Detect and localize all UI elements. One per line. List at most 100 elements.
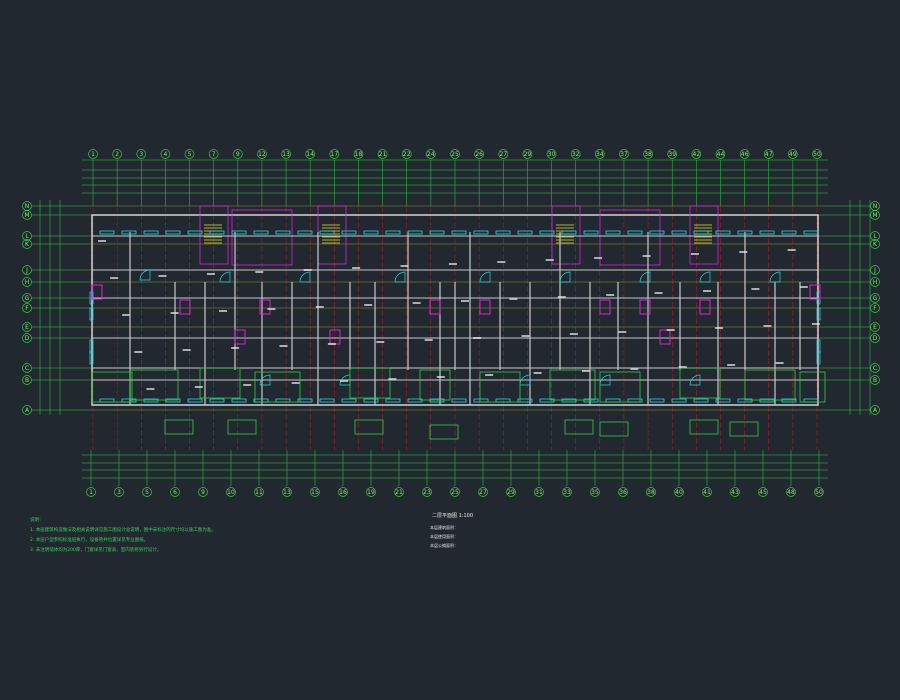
room-label-mark xyxy=(799,286,808,288)
axis-bubble xyxy=(136,149,147,159)
row-label: D xyxy=(873,335,878,342)
row-label: H xyxy=(873,279,878,286)
stair-core xyxy=(689,205,719,265)
window xyxy=(583,398,599,403)
axis-bubble xyxy=(702,487,712,497)
window xyxy=(297,398,313,403)
axis-label: 37 xyxy=(620,151,628,158)
axis-bubble xyxy=(619,149,629,159)
window xyxy=(319,398,335,403)
door-swing xyxy=(219,271,231,283)
window xyxy=(539,398,555,403)
window xyxy=(517,398,533,403)
axis-label: 3 xyxy=(139,151,143,158)
balcony xyxy=(744,369,796,401)
axis-bubble xyxy=(208,149,219,159)
row-label: L xyxy=(873,233,877,240)
note-line-3: 3. 未注明墙体均为200厚，门窗详见门窗表，室内装修另行设计。 xyxy=(30,548,162,553)
axis-bubble xyxy=(310,487,320,497)
balcony xyxy=(254,371,301,403)
building-plan xyxy=(89,205,826,440)
row-label: H xyxy=(25,279,30,286)
window xyxy=(187,230,203,235)
axis-bubble xyxy=(546,149,557,159)
axis-bubble xyxy=(422,487,432,497)
axis-bubble xyxy=(281,149,291,159)
window xyxy=(209,230,225,235)
window xyxy=(737,230,753,235)
axis-label: 42 xyxy=(693,151,701,158)
window xyxy=(231,398,247,403)
axis-label: 26 xyxy=(475,151,483,158)
row-bubble xyxy=(22,293,32,303)
axis-bubble xyxy=(814,487,824,497)
axis-label: 5 xyxy=(145,489,149,496)
window xyxy=(561,230,577,235)
room-label-mark xyxy=(557,296,566,298)
fixture xyxy=(809,284,821,300)
axis-bubble xyxy=(226,487,236,497)
axis-label: 19 xyxy=(367,489,375,496)
room-label-mark xyxy=(243,384,252,386)
legend-line-3: 本层公摊面积： xyxy=(430,543,458,548)
balcony xyxy=(349,367,391,399)
room-label-mark xyxy=(122,314,131,316)
stair-core xyxy=(599,209,661,266)
room-label-mark xyxy=(569,333,578,335)
axis-label: 43 xyxy=(731,489,739,496)
room-label-mark xyxy=(400,265,409,267)
axis-bubble xyxy=(450,149,460,159)
window xyxy=(781,398,797,403)
drawing-title: 二层平面图 1:100 xyxy=(432,513,473,519)
row-bubble xyxy=(22,405,32,415)
axis-label: 14 xyxy=(306,151,314,158)
window xyxy=(715,398,731,403)
axis-bubble xyxy=(88,149,98,159)
room-label-mark xyxy=(388,378,397,380)
row-label: J xyxy=(873,267,876,274)
room-label-mark xyxy=(473,337,482,339)
window xyxy=(803,230,819,235)
row-label: K xyxy=(873,241,878,248)
axis-label: 5 xyxy=(188,151,192,158)
balcony xyxy=(419,369,451,401)
outer-wall xyxy=(91,214,819,406)
window xyxy=(341,230,357,235)
bay-window xyxy=(729,421,759,437)
window xyxy=(715,230,731,235)
room-label-mark xyxy=(521,335,530,337)
axis-label: 36 xyxy=(619,489,627,496)
axis-label: 33 xyxy=(563,489,571,496)
window xyxy=(605,398,621,403)
window xyxy=(407,230,423,235)
axis-bubble xyxy=(305,149,316,159)
balcony xyxy=(479,371,521,403)
axis-label: 9 xyxy=(236,151,240,158)
axis-bubble xyxy=(478,487,488,497)
axis-bubble xyxy=(570,149,581,159)
axis-bubble xyxy=(730,487,740,497)
axis-label: 50 xyxy=(815,489,823,496)
axis-bubble xyxy=(812,149,822,159)
axis-bubble xyxy=(401,149,412,159)
fixture xyxy=(91,284,103,300)
window xyxy=(363,230,379,235)
axis-bubble xyxy=(160,149,171,159)
fixture xyxy=(699,299,711,315)
axis-label: 7 xyxy=(212,151,216,158)
axis-label: 24 xyxy=(427,151,435,158)
window xyxy=(99,398,115,403)
axis-label: 21 xyxy=(395,489,403,496)
axis-bubble xyxy=(142,487,152,497)
room-label-mark xyxy=(98,240,106,242)
window xyxy=(473,230,489,235)
window xyxy=(341,398,357,403)
axis-bubble xyxy=(394,487,404,497)
room-label-mark xyxy=(739,251,748,253)
axis-bubble xyxy=(715,149,726,159)
row-bubble xyxy=(22,239,32,249)
window xyxy=(209,398,225,403)
row-label: C xyxy=(873,365,877,372)
row-label: G xyxy=(25,295,30,302)
axis-label: 30 xyxy=(548,151,556,158)
